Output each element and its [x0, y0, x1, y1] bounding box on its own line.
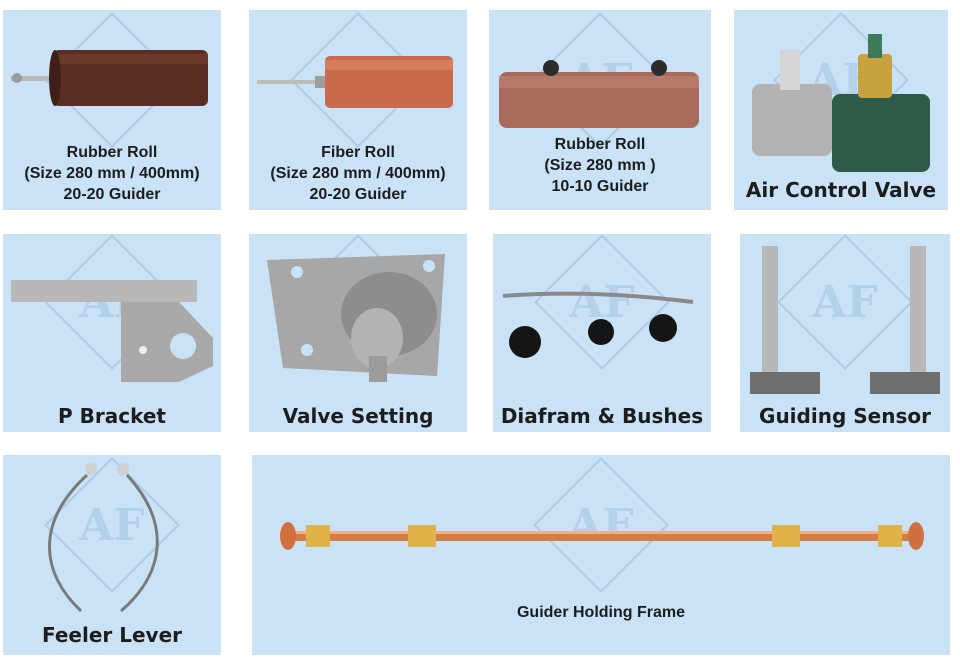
- product-card-feeler-lever[interactable]: Feeler Lever: [3, 455, 221, 655]
- valve-setting-caption: Valve Setting: [282, 404, 434, 428]
- rubber-roll-400-caption: Rubber Roll (Size 280 mm / 400mm) 20-20 …: [3, 142, 221, 205]
- product-title: Rubber Roll: [66, 144, 158, 161]
- p-bracket-image: [11, 280, 213, 382]
- guiding-sensor-caption: Guiding Sensor: [759, 404, 931, 428]
- fiber-roll-image: [257, 56, 453, 108]
- diafram-bushes-caption: Diafram & Bushes: [500, 404, 704, 428]
- product-card-guiding-sensor[interactable]: Guiding Sensor: [740, 234, 950, 432]
- product-card-rubber-roll-400[interactable]: Rubber Roll (Size 280 mm / 400mm) 20-20 …: [3, 10, 221, 210]
- valve-setting-image: [267, 254, 445, 382]
- product-card-p-bracket[interactable]: P Bracket: [3, 234, 221, 432]
- rubber-roll-280-image: [499, 60, 699, 128]
- air-control-valve-image: [752, 34, 930, 172]
- product-title: Rubber Roll: [554, 136, 646, 153]
- guider-holding-frame-caption: Guider Holding Frame: [516, 604, 685, 621]
- product-size: (Size 280 mm ): [544, 157, 656, 174]
- feeler-lever-caption: Feeler Lever: [42, 623, 182, 647]
- product-card-valve-setting[interactable]: Valve Setting: [249, 234, 467, 432]
- product-title: Fiber Roll: [321, 144, 395, 161]
- product-guider: 20-20 Guider: [309, 186, 407, 203]
- guiding-sensor-image: [750, 246, 940, 394]
- fiber-roll-caption: Fiber Roll (Size 280 mm / 400mm) 20-20 G…: [249, 142, 467, 205]
- product-card-fiber-roll[interactable]: Fiber Roll (Size 280 mm / 400mm) 20-20 G…: [249, 10, 467, 210]
- product-guider: 20-20 Guider: [63, 186, 161, 203]
- product-card-air-control-valve[interactable]: Air Control Valve: [734, 10, 948, 210]
- product-size: (Size 280 mm / 400mm): [24, 165, 200, 182]
- product-card-rubber-roll-280[interactable]: Rubber Roll (Size 280 mm ) 10-10 Guider: [489, 10, 711, 210]
- rubber-roll-280-caption: Rubber Roll (Size 280 mm ) 10-10 Guider: [489, 134, 711, 197]
- feeler-lever-image: [48, 463, 159, 613]
- guider-holding-frame-image: [280, 522, 924, 550]
- product-card-diafram-bushes[interactable]: Diafram & Bushes: [493, 234, 711, 432]
- product-guider: 10-10 Guider: [551, 178, 649, 195]
- air-control-valve-caption: Air Control Valve: [745, 178, 937, 202]
- p-bracket-caption: P Bracket: [58, 404, 166, 428]
- diafram-bushes-image: [502, 291, 694, 358]
- rubber-roll-image: [11, 50, 208, 106]
- product-size: (Size 280 mm / 400mm): [270, 165, 446, 182]
- product-card-guider-holding-frame[interactable]: Guider Holding Frame: [252, 455, 950, 655]
